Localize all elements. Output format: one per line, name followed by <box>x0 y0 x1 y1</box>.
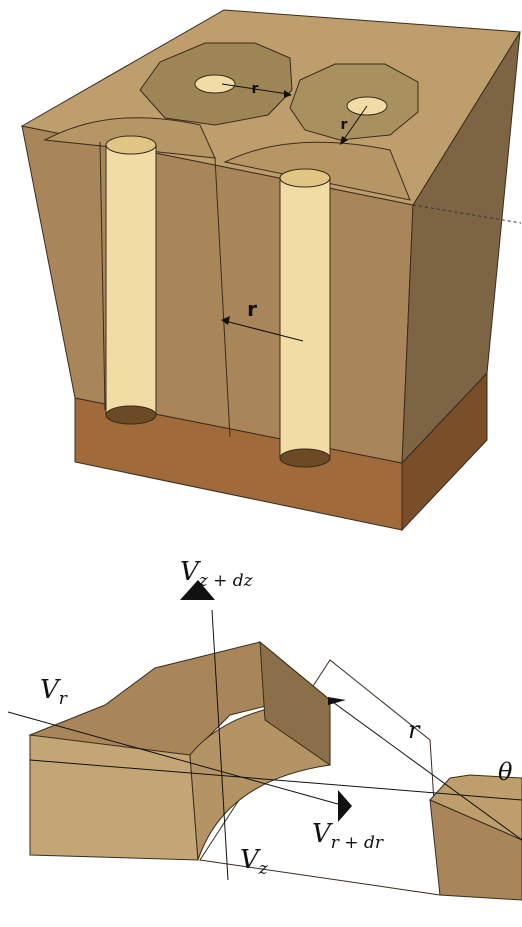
r-dr-line <box>29 759 522 801</box>
element-side-face <box>259 640 331 766</box>
radius-label-1: r <box>252 81 259 97</box>
label-vz-dz: Vz + dz <box>180 557 254 591</box>
vz-dz-arrowhead <box>180 580 215 600</box>
vr-dr-arrowhead <box>338 790 352 822</box>
dashed-axis-line <box>412 204 522 224</box>
r-line <box>329 699 522 841</box>
vz-line <box>211 609 229 881</box>
radius-arrow-3: r <box>221 297 304 342</box>
r-arrowhead <box>328 697 346 705</box>
right-wedge-face <box>429 799 522 901</box>
division-line-1 <box>99 141 106 411</box>
soil-block-diagram: r r r <box>20 9 522 532</box>
radius-label-3: r <box>247 297 257 321</box>
label-r: r <box>408 716 421 744</box>
top-well-1 <box>194 74 236 94</box>
label-theta: θ <box>498 758 513 786</box>
flow-element-diagram: Vz + dz Vr r θ Vz Vr + dr <box>7 557 522 901</box>
radius-label-2: r <box>341 117 348 133</box>
radius-arrow-2: r <box>340 105 368 145</box>
label-vr: Vr <box>40 675 68 709</box>
vr-line <box>7 711 346 807</box>
drain-column-1 <box>105 135 157 425</box>
drain-column-2 <box>279 168 331 468</box>
division-line-2 <box>214 157 231 438</box>
element-front-face <box>29 734 199 861</box>
radius-arrow-1: r <box>221 81 292 98</box>
